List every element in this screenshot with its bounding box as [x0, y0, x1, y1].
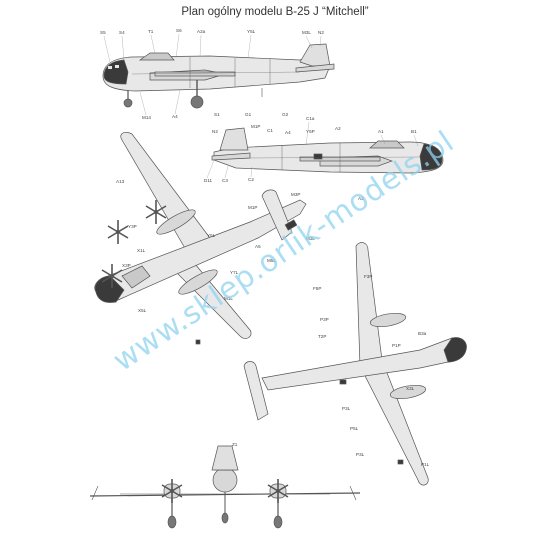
part-label: P3L [356, 452, 365, 457]
part-label: M1P [248, 205, 257, 210]
part-label: X1L [137, 248, 146, 253]
part-label: M3L [302, 30, 311, 35]
part-label: S6 [176, 28, 182, 33]
part-label: Z1 [232, 442, 238, 447]
part-label: F5P [313, 286, 321, 291]
part-label: A1 [378, 129, 384, 134]
part-label: A3 [358, 196, 364, 201]
part-label: M3L [306, 236, 315, 241]
part-label: A13 [116, 179, 125, 184]
part-label: N2 [318, 30, 324, 35]
part-label: C1a [306, 116, 315, 121]
part-label: C1 [267, 128, 273, 133]
part-label: G1 [245, 112, 252, 117]
cockpit-canopy [369, 140, 405, 149]
part-label: X3P [122, 263, 131, 268]
part-label: A4 [285, 130, 291, 135]
main-wing [355, 242, 383, 367]
part-label: X3L [406, 386, 415, 391]
part-label: Y7L [230, 270, 239, 275]
tail-fin [299, 43, 331, 67]
cockpit-canopy [121, 265, 151, 289]
main-wing [120, 132, 211, 259]
part-label: P1P [392, 343, 401, 348]
part-label: Y5P [306, 129, 315, 134]
nose-glazing [419, 143, 443, 171]
part-labels: S5 S4 T1 S6 A2a Y5L M3L N2 M14 A4 S1 G1 … [100, 28, 430, 467]
part-label: P1L [421, 462, 430, 467]
part-label: X5L [138, 308, 147, 313]
part-label: B1 [411, 129, 417, 134]
tail-fin [219, 127, 249, 151]
front-view [89, 445, 361, 529]
nose-glazing [443, 337, 467, 363]
part-label: M1P [251, 124, 260, 129]
nose-glazing [103, 59, 129, 85]
part-label: T2P [318, 334, 326, 339]
part-label: A2a [197, 29, 206, 34]
part-label: B3a [418, 331, 427, 336]
part-label: A2 [335, 126, 341, 131]
part-label: D11 [204, 178, 213, 183]
part-label: F3P [364, 274, 372, 279]
cockpit-canopy [138, 52, 175, 61]
part-label: Y3P [128, 224, 137, 229]
part-label: M5L [267, 258, 276, 263]
part-label: C3 [222, 178, 228, 183]
part-label: M14 [142, 115, 151, 120]
part-label: P3P [320, 317, 329, 322]
part-label: Y5L [207, 233, 216, 238]
leader-lines [103, 33, 419, 179]
part-label: N2 [212, 129, 218, 134]
side-view-right [211, 127, 444, 174]
side-view-top [102, 43, 335, 109]
tailplane [243, 361, 269, 421]
part-label: A4 [172, 114, 178, 119]
plan-view-bottom [243, 242, 467, 486]
part-label: P5L [350, 426, 359, 431]
fuselage-front [212, 467, 238, 493]
part-label: S4 [119, 30, 125, 35]
page-title: Plan ogólny modelu B-25 J “Mitchell” [181, 6, 369, 18]
part-label: P3L [342, 406, 351, 411]
part-label: Y5L [247, 29, 256, 34]
part-label: M3P [291, 192, 300, 197]
part-label: M1L [224, 296, 233, 301]
part-label: S1 [214, 112, 220, 117]
part-label: C2 [248, 177, 254, 182]
part-label: S5 [100, 30, 106, 35]
part-label: A5 [255, 244, 261, 249]
part-label: T1 [148, 29, 154, 34]
part-label: G2 [282, 112, 289, 117]
